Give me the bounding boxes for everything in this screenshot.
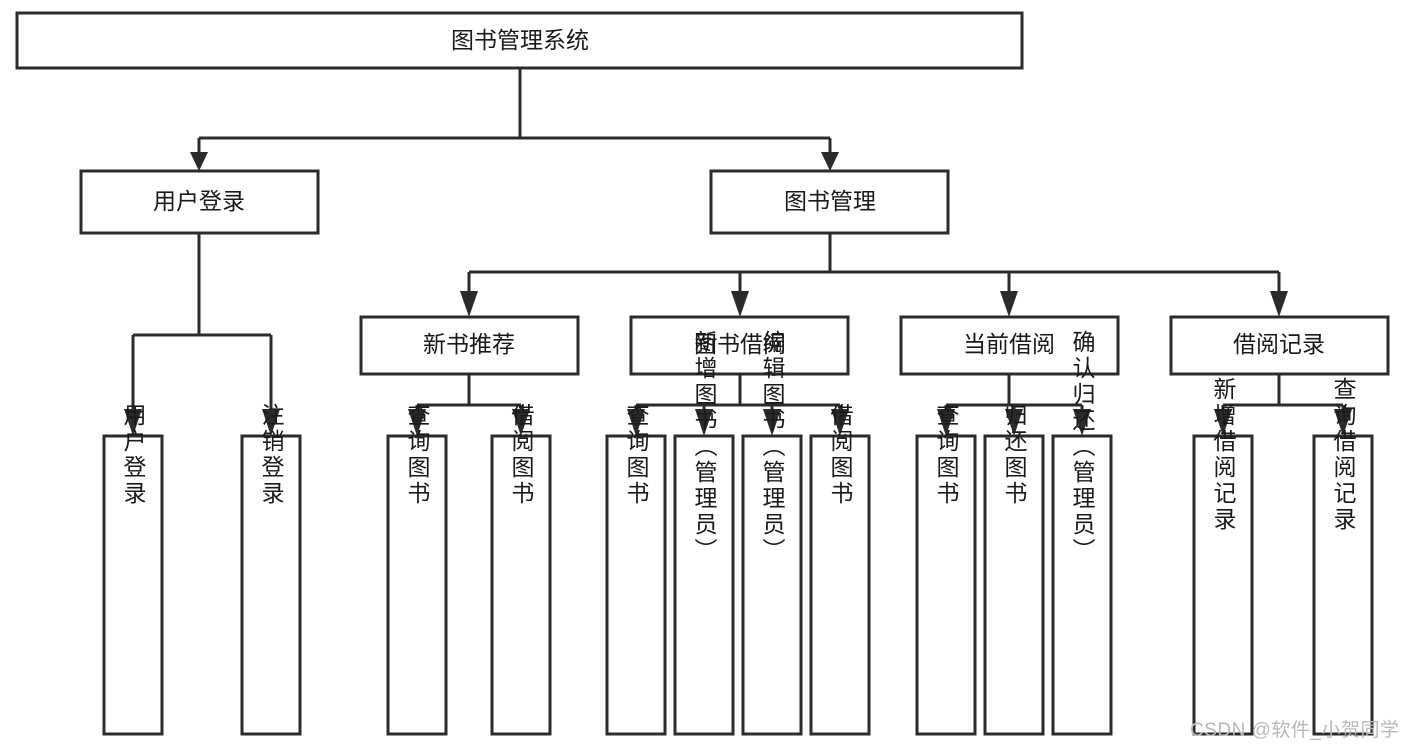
leaf-book-borrow-2-box[interactable] [673,434,735,736]
arrowhead-userlogin-leaf-1 [124,409,142,436]
leaf-new-book-2-box[interactable] [490,434,552,736]
node-new-book-recommend-box[interactable] [359,315,580,376]
leaf-current-borrow-1-box[interactable] [915,434,977,736]
leaf-user-login-1-label: 用户登录 [120,403,147,507]
node-current-borrow[interactable]: 当前借阅 [899,315,1120,376]
connector-group-currentborrow [937,374,1091,436]
leaf-current-borrow-2[interactable]: 归还图书 [983,403,1045,736]
arrowhead-borrowrecord-leaf-1 [1214,409,1232,436]
node-book-borrow-box[interactable] [629,315,850,376]
leaf-borrow-record-1-box[interactable] [1192,434,1254,736]
leaf-new-book-1-label: 查询图书 [404,403,431,507]
leaf-user-login-1-box[interactable] [102,434,164,736]
arrowhead-level2-2 [731,291,749,317]
node-new-book-recommend-label: 新书推荐 [423,331,515,357]
leaf-book-borrow-1-box[interactable] [605,434,667,736]
leaf-user-login-2[interactable]: 注销登录 [240,403,302,736]
node-current-borrow-box[interactable] [899,315,1120,376]
leaf-new-book-2-label: 借阅图书 [508,403,535,507]
node-user-login-label: 用户登录 [153,188,245,214]
node-new-book-recommend[interactable]: 新书推荐 [359,315,580,376]
node-user-login[interactable]: 用户登录 [79,169,320,235]
leaf-new-book-1-box[interactable] [386,434,448,736]
leaf-book-borrow-1-label: 查询图书 [623,403,650,507]
node-borrow-record-box[interactable] [1169,315,1390,376]
leaf-book-borrow-3-label: 编辑图书（管理员） [759,330,786,564]
node-borrow-record-label: 借阅记录 [1233,331,1325,357]
leaf-book-borrow-3-box[interactable] [741,434,803,736]
leaf-current-borrow-2-label: 归还图书 [1001,403,1028,507]
leaf-current-borrow-3-box[interactable] [1051,434,1113,736]
arrowhead-bookborrow-leaf-4 [831,409,849,436]
leaf-current-borrow-2-box[interactable] [983,434,1045,736]
node-book-management-box[interactable] [709,169,950,235]
leaf-borrow-record-2[interactable]: 查询借阅记录 [1312,377,1374,736]
node-root-box[interactable] [15,11,1024,70]
leaf-book-borrow-2-label: 新增图书（管理员） [691,330,718,564]
node-borrow-record[interactable]: 借阅记录 [1169,315,1390,376]
leaf-book-borrow-4-label: 借阅图书 [827,403,854,507]
connector-group-bookborrow [627,374,849,436]
arrowhead-bookborrow-leaf-2 [695,409,713,436]
leaf-book-borrow-4[interactable]: 借阅图书 [809,403,871,736]
leaf-book-borrow-1[interactable]: 查询图书 [605,403,667,736]
leaf-new-book-2[interactable]: 借阅图书 [490,403,552,736]
arrowhead-newbook-leaf-2 [512,409,530,436]
arrowhead-userlogin [190,152,208,171]
node-root-label: 图书管理系统 [451,27,589,53]
leaf-current-borrow-1[interactable]: 查询图书 [915,403,977,736]
arrowhead-userlogin-leaf-2 [262,409,280,436]
leaf-current-borrow-3[interactable]: 确认归还（管理员） [1051,330,1113,736]
leaf-current-borrow-1-label: 查询图书 [933,403,960,507]
node-book-management-label: 图书管理 [784,188,876,214]
node-user-login-box[interactable] [79,169,320,235]
leaf-current-borrow-3-label: 确认归还（管理员） [1069,330,1096,564]
arrowhead-bookborrow-leaf-3 [763,409,781,436]
arrowhead-level2-4 [1270,291,1288,317]
leaf-user-login-1[interactable]: 用户登录 [102,403,164,736]
leaf-user-login-2-box[interactable] [240,434,302,736]
arrowhead-currentborrow-leaf-1 [937,409,955,436]
leaf-user-login-2-label: 注销登录 [258,403,285,507]
arrowhead-bookborrow-leaf-1 [627,409,645,436]
arrowhead-newbook-leaf-1 [408,409,426,436]
connector-group-newbook [408,374,530,436]
connector-group-userlogin [124,233,280,436]
arrowhead-level2-3 [1000,291,1018,317]
leaf-borrow-record-2-label: 查询借阅记录 [1330,377,1357,533]
node-book-management[interactable]: 图书管理 [709,169,950,235]
node-book-borrow-label: 图书借阅 [694,331,786,357]
connector-group-root [190,68,839,171]
node-root[interactable]: 图书管理系统 [15,11,1024,70]
connector-group-borrowrecord [1214,374,1352,436]
leaf-borrow-record-1-label: 新增借阅记录 [1210,377,1237,533]
leaf-book-borrow-4-box[interactable] [809,434,871,736]
leaf-book-borrow-2[interactable]: 新增图书（管理员） [673,330,735,736]
connector-group-bookmgmt [460,233,1288,317]
csdn-watermark: CSDN @软件_小贺同学 [1190,720,1400,741]
leaf-book-borrow-3[interactable]: 编辑图书（管理员） [741,330,803,736]
node-current-borrow-label: 当前借阅 [963,331,1055,357]
leaf-new-book-1[interactable]: 查询图书 [386,403,448,736]
leaf-borrow-record-1[interactable]: 新增借阅记录 [1192,377,1254,736]
node-book-borrow[interactable]: 图书借阅 [629,315,850,376]
leaf-borrow-record-2-box[interactable] [1312,434,1374,736]
arrowhead-currentborrow-leaf-2 [1005,409,1023,436]
arrowhead-borrowrecord-leaf-2 [1334,409,1352,436]
arrowhead-currentborrow-leaf-3 [1073,409,1091,436]
arrowhead-bookmgmt [821,152,839,171]
arrowhead-level2-1 [460,291,478,317]
